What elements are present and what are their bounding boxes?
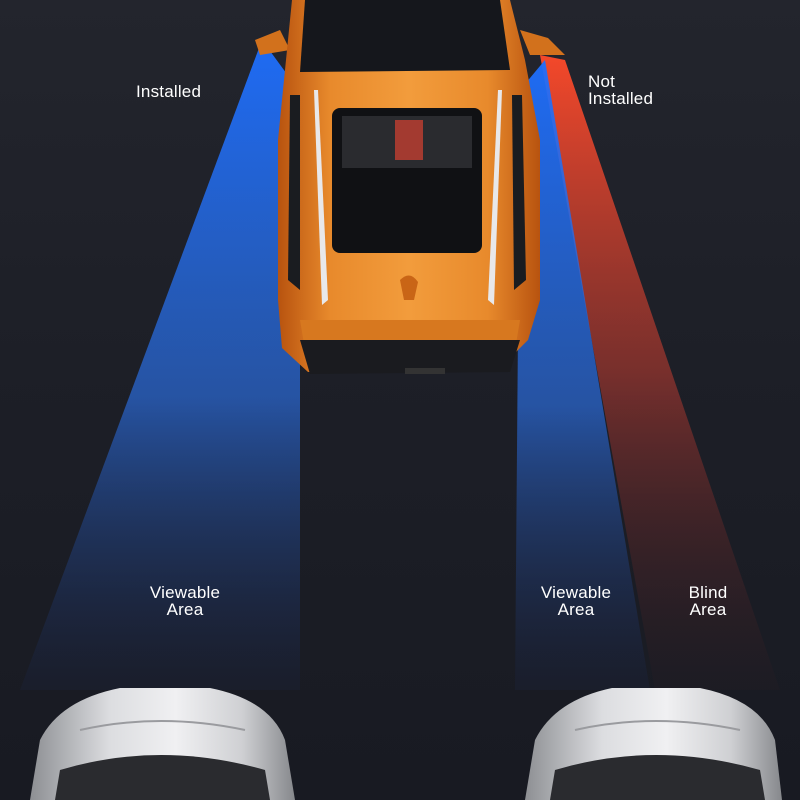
left-viewable-beam [20, 40, 300, 690]
rear-car-left [30, 688, 295, 800]
installed-label: Installed [136, 82, 202, 101]
right-blind-beam [540, 55, 780, 690]
left-viewable-area-label: Viewable Area [149, 583, 221, 619]
right-viewable-beam [515, 60, 650, 690]
main-car [255, 0, 565, 374]
not-installed-label: Not Installed [588, 72, 654, 108]
rear-car-right [525, 688, 782, 800]
blind-area-label: Blind Area [688, 583, 728, 619]
right-viewable-area-label: Viewable Area [540, 583, 612, 619]
